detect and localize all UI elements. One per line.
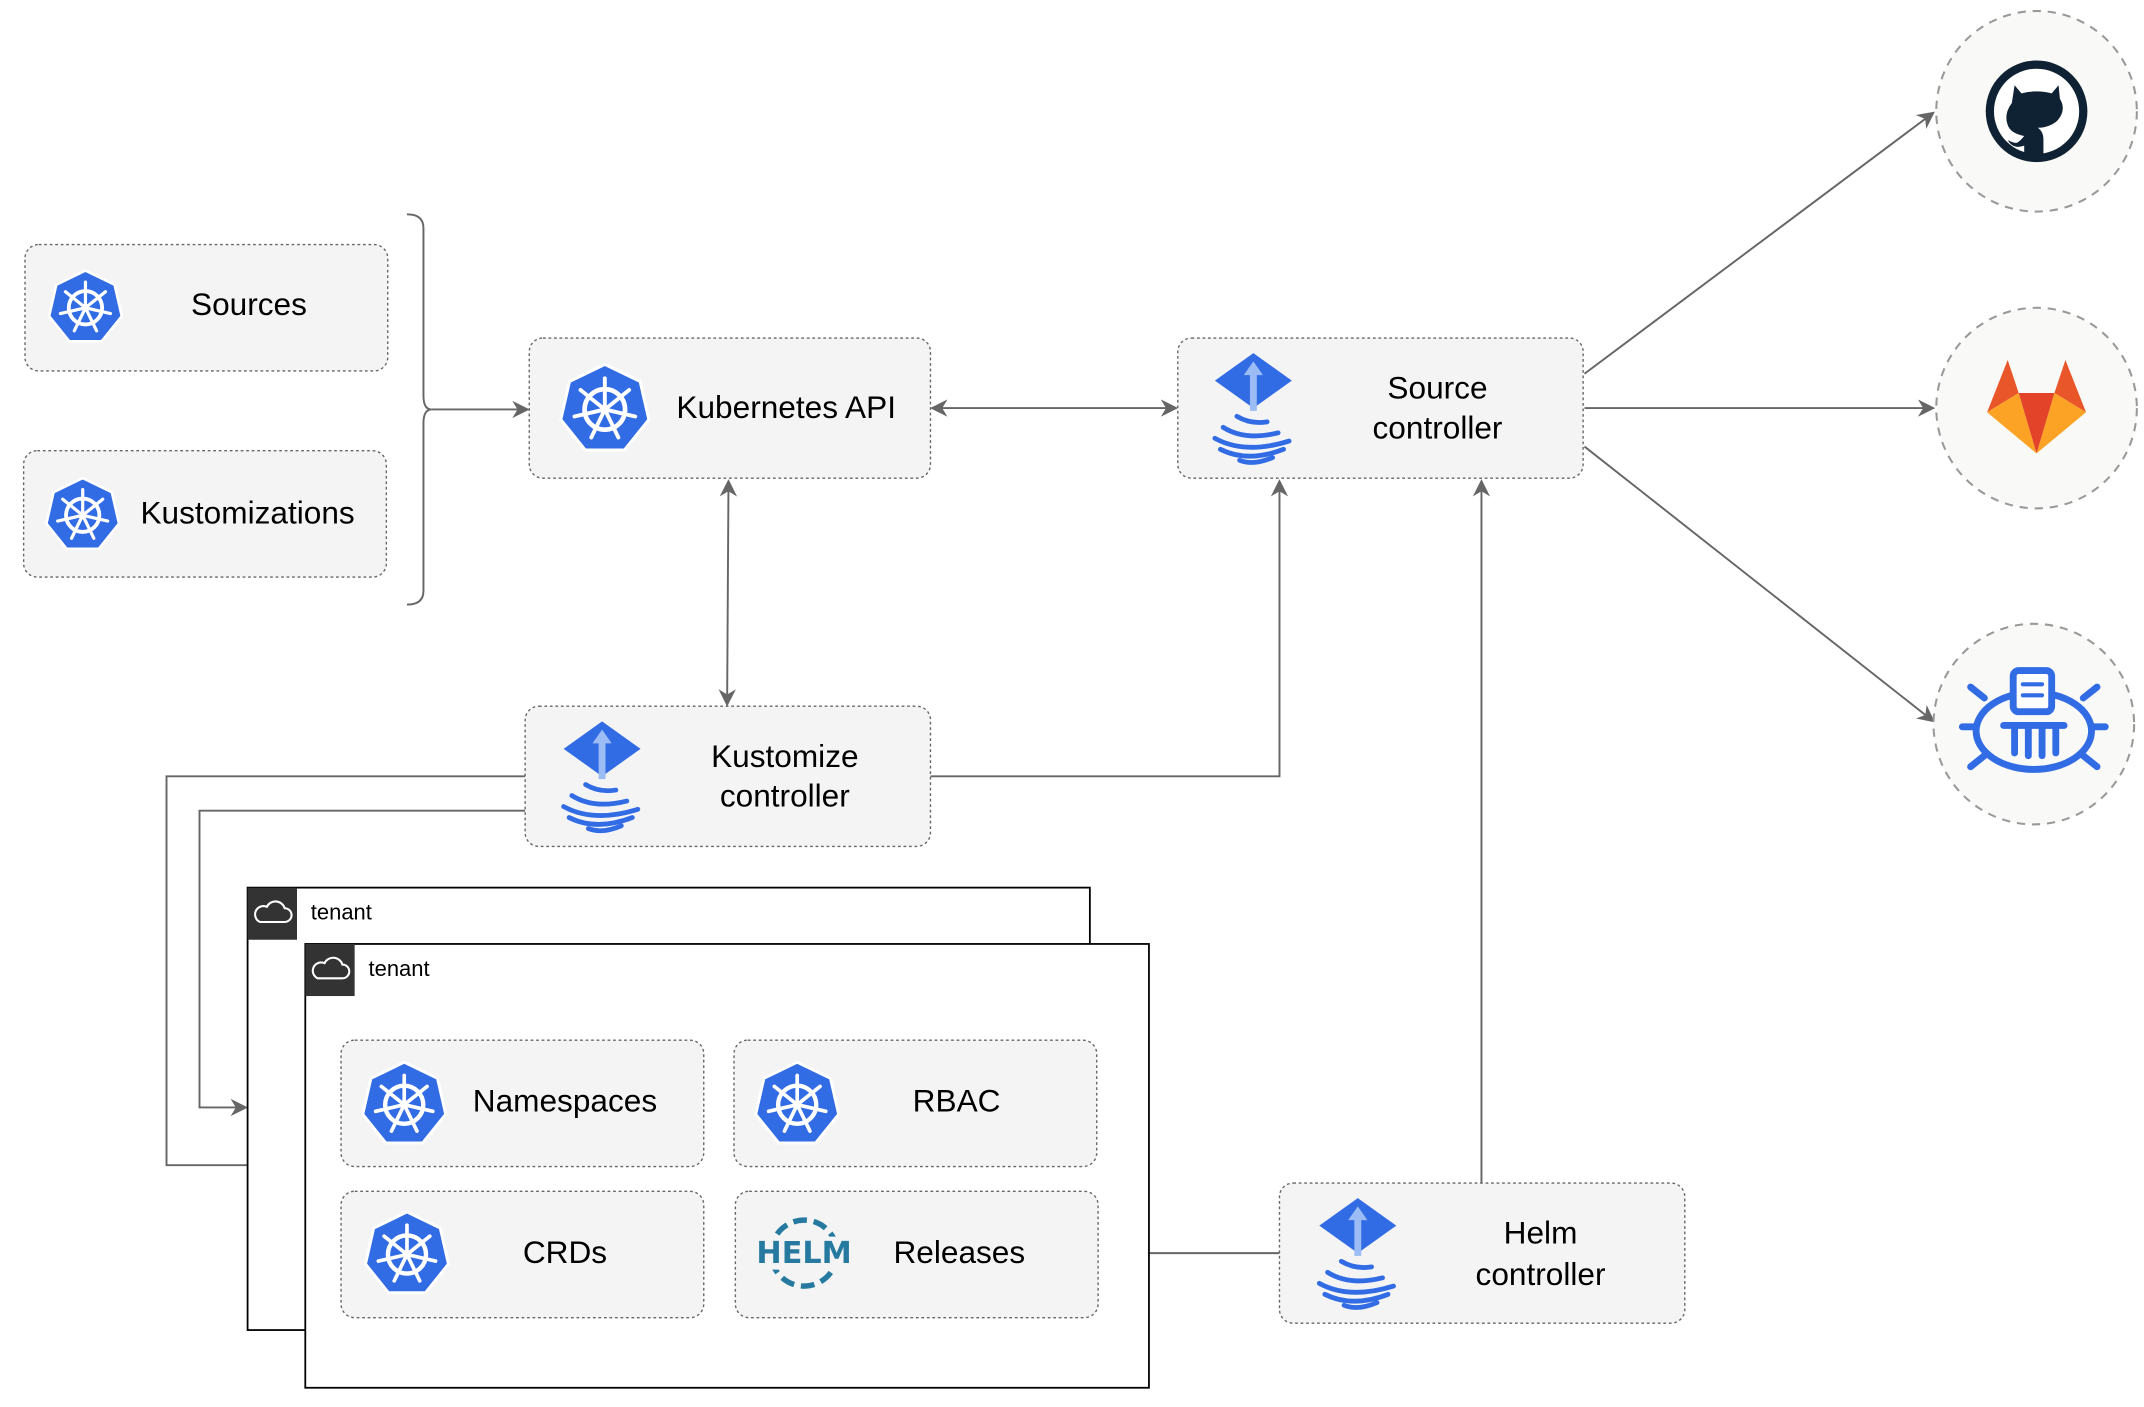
gitlab-node[interactable] (1935, 306, 2138, 510)
kustomize-controller-label-2: controller (720, 778, 850, 814)
gitlab-icon (1987, 359, 2087, 454)
cloud-icon (247, 887, 298, 940)
rbac-label: RBAC (913, 1083, 1001, 1119)
kustomizations-label: Kustomizations (140, 495, 354, 531)
source-controller-node[interactable]: Source controller (1177, 337, 1584, 479)
helm-controller-label-1: Helm (1504, 1215, 1578, 1251)
crds-label: CRDs (523, 1234, 607, 1270)
edge-source-to-github (1583, 111, 1935, 375)
kustomize-controller-label-1: Kustomize (711, 738, 858, 774)
releases-label: Releases (893, 1234, 1025, 1270)
crds-node[interactable]: CRDs (340, 1190, 705, 1319)
namespaces-node[interactable]: Namespaces (340, 1039, 705, 1168)
edge-kustomize-to-tenant-back (198, 809, 526, 1117)
tenant-label: tenant (369, 956, 430, 981)
github-icon (1985, 60, 2088, 163)
source-controller-label-2: controller (1373, 409, 1503, 445)
bucket-icon (1958, 667, 2109, 773)
edge-source-to-bucket (1583, 445, 1935, 723)
sources-brace (406, 213, 432, 606)
helm-controller-label-2: controller (1476, 1256, 1606, 1292)
kubernetes-api-label: Kubernetes API (676, 389, 896, 425)
kustomizations-node[interactable]: Kustomizations (22, 449, 388, 578)
rbac-node[interactable]: RBAC (733, 1039, 1098, 1168)
edge-kustomize-to-source (930, 479, 1289, 778)
helm-icon: HELM (755, 1217, 855, 1289)
kubernetes-api-node[interactable]: Kubernetes API (528, 337, 932, 479)
svg-text:HELM: HELM (756, 1236, 851, 1271)
edge-kustomize-to-tenant-front (165, 775, 526, 1174)
bucket-node[interactable] (1932, 622, 2136, 826)
edge-api-kustomize-controller (718, 479, 738, 707)
kustomize-controller-node[interactable]: Kustomize controller (524, 705, 932, 848)
sources-label: Sources (191, 286, 307, 322)
namespaces-label: Namespaces (473, 1083, 657, 1119)
tenant-label: tenant (311, 900, 372, 925)
cloud-icon (305, 943, 355, 997)
releases-node[interactable]: HELM Releases (734, 1190, 1099, 1319)
sources-node[interactable]: Sources (24, 243, 389, 372)
helm-controller-node[interactable]: Helm controller (1278, 1182, 1686, 1324)
source-controller-label-1: Source (1387, 370, 1487, 406)
github-node[interactable] (1935, 9, 2138, 213)
